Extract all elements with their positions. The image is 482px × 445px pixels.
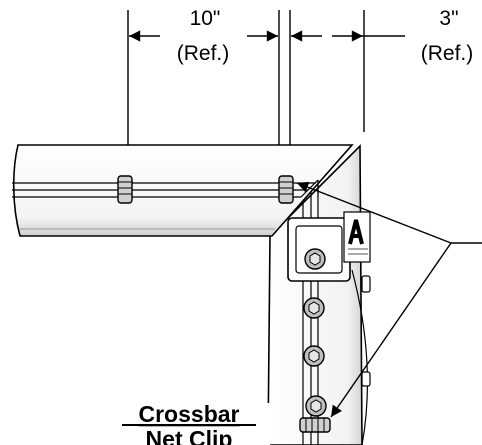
dim-3-value: 3" xyxy=(439,7,458,30)
bolt-2 xyxy=(303,297,325,319)
crossbar xyxy=(12,144,354,237)
bolt-3 xyxy=(303,345,325,367)
callout-leaders xyxy=(296,181,482,418)
net-clip-left xyxy=(117,175,133,204)
side-fittings xyxy=(361,275,371,387)
bolt-1 xyxy=(304,248,326,270)
net-clip-right xyxy=(278,175,294,204)
dim-3-note: (Ref.) xyxy=(421,42,474,65)
dim-10-note: (Ref.) xyxy=(177,42,230,65)
bolt-4 xyxy=(305,395,327,417)
dim-10-value: 10" xyxy=(190,7,221,30)
callout-label: Crossbar Net Clip xyxy=(110,401,270,445)
brand-tag xyxy=(343,211,371,263)
callout-line2: Net Clip xyxy=(146,426,233,445)
net-clip-bottom xyxy=(299,417,331,433)
extension-lines xyxy=(127,10,365,167)
bolts xyxy=(303,248,327,417)
callout-line1: Crossbar xyxy=(139,401,240,427)
